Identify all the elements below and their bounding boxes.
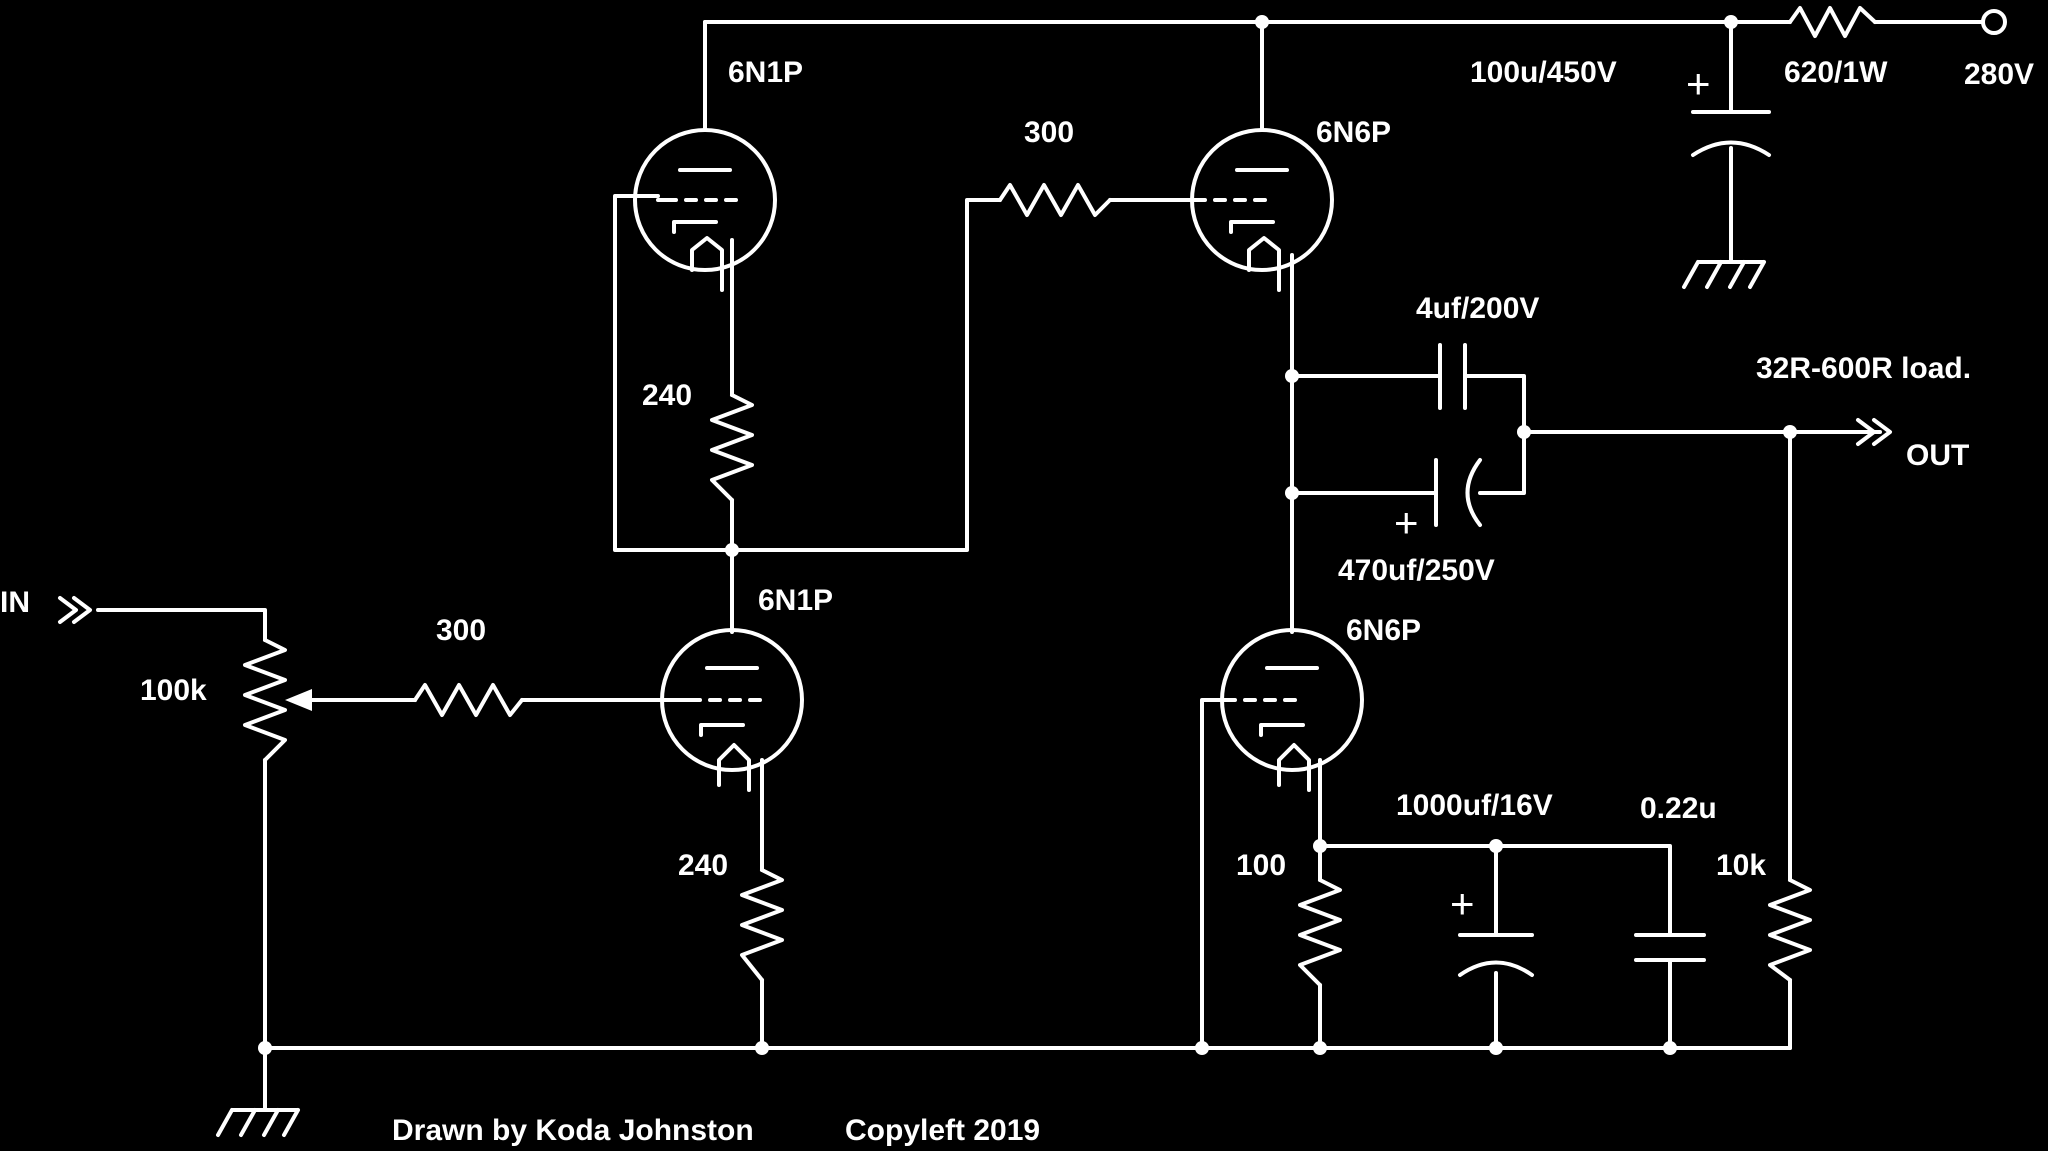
resistor-v1-upper-cathode: [710, 393, 754, 502]
tube-label-v1-upper: 6N1P: [728, 56, 803, 89]
capacitor-cathode-electrolytic: [1458, 933, 1534, 977]
resistor-v1-lower-cathode: [740, 868, 784, 982]
supply-terminal: [1981, 9, 2007, 35]
footer-copyleft: Copyleft 2019: [845, 1114, 1040, 1147]
polarity-mark-output: +: [1394, 499, 1419, 546]
output-connector-icon: [1856, 418, 1892, 446]
capacitor-label-cathode-film: 0.22u: [1640, 792, 1717, 825]
potentiometer-label: 100k: [140, 674, 207, 707]
capacitor-label-supply: 100u/450V: [1470, 56, 1617, 89]
tube-label-v2-upper: 6N6P: [1316, 116, 1391, 149]
volume-potentiometer: [243, 638, 417, 762]
junction-dots: [258, 15, 1797, 1055]
labels: 6N1P 6N6P 6N1P 6N6P 300 300 240 240 100 …: [0, 56, 2034, 1147]
resistor-label-grid-upper: 300: [1024, 116, 1074, 149]
load-note: 32R-600R load.: [1756, 352, 1971, 385]
capacitor-output-film: [1438, 343, 1467, 410]
tube-v1-upper: [633, 128, 777, 292]
tube-v2-lower: [1213, 628, 1364, 792]
capacitor-cathode-film: [1634, 933, 1706, 962]
resistor-output-load: [1768, 878, 1812, 982]
capacitor-output-electrolytic: [1434, 458, 1482, 527]
ground-symbol-supply: [1682, 260, 1766, 289]
polarity-mark-cathode: +: [1450, 880, 1475, 927]
input-label: IN: [0, 586, 30, 619]
footer-author: Drawn by Koda Johnston: [392, 1114, 754, 1147]
input-connector-icon: [58, 596, 92, 624]
resistor-label-v1-upper-cathode: 240: [642, 379, 692, 412]
capacitor-supply-filter: [1691, 110, 1771, 157]
capacitor-label-output-film: 4uf/200V: [1416, 292, 1539, 325]
ground-symbol-main: [216, 1108, 300, 1137]
tube-label-v2-lower: 6N6P: [1346, 614, 1421, 647]
polarity-mark-supply: +: [1686, 60, 1711, 107]
tube-label-v1-lower: 6N1P: [758, 584, 833, 617]
supply-voltage-label: 280V: [1964, 58, 2034, 91]
capacitor-label-output-electrolytic: 470uf/250V: [1338, 554, 1495, 587]
capacitor-label-cathode-electrolytic: 1000uf/16V: [1396, 789, 1553, 822]
resistor-label-v2-lower-cathode: 100: [1236, 849, 1286, 882]
resistor-grid-lower: [413, 683, 524, 717]
resistor-v2-lower-cathode: [1298, 878, 1342, 987]
tube-v1-lower: [660, 628, 804, 792]
resistor-supply: [1788, 6, 1877, 38]
resistor-label-grid-lower: 300: [436, 614, 486, 647]
tube-v2-upper: [1185, 128, 1334, 292]
resistor-label-output-load: 10k: [1716, 849, 1766, 882]
wires: [96, 20, 1985, 1112]
resistor-label-v1-lower-cathode: 240: [678, 849, 728, 882]
resistor-grid-upper: [998, 183, 1112, 217]
resistor-label-supply: 620/1W: [1784, 56, 1888, 89]
output-label: OUT: [1906, 439, 1969, 472]
